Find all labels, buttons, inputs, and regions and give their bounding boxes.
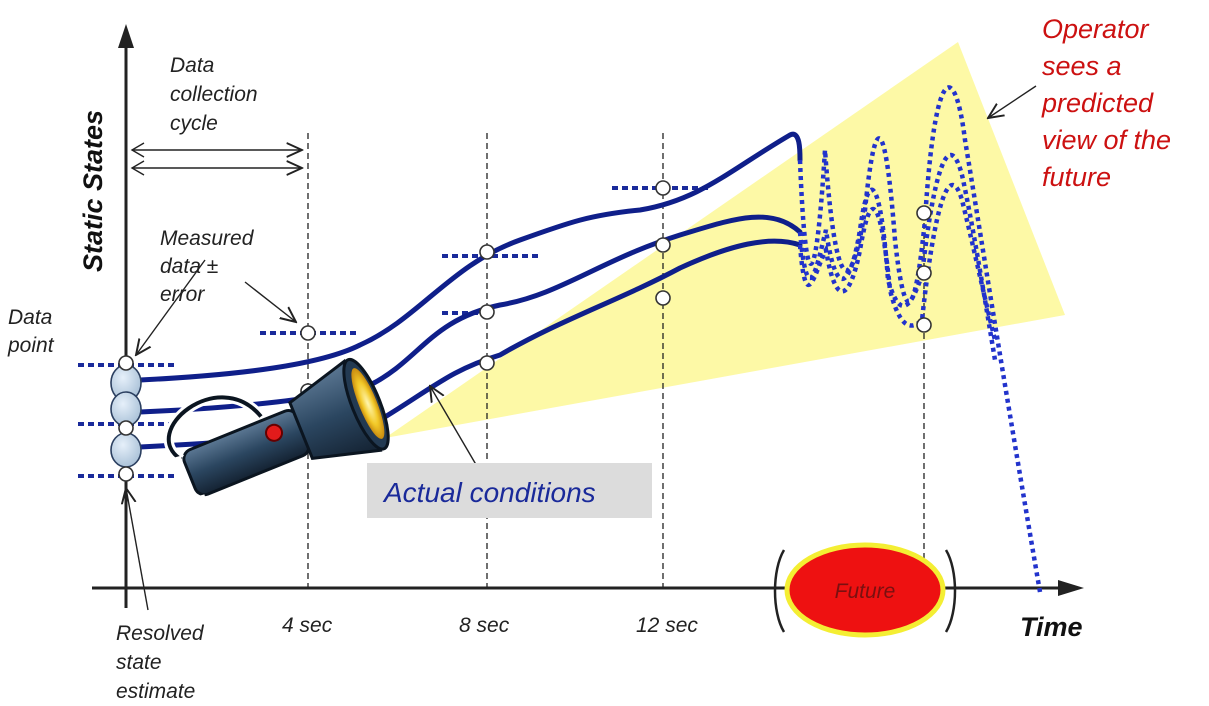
forecast-lower (797, 182, 998, 341)
measured-arrow (244, 281, 296, 322)
tick-label-8sec: 8 sec (459, 614, 510, 637)
flashlight-icon (163, 357, 390, 506)
cycle-arrows (130, 143, 302, 175)
data-point (916, 205, 932, 221)
future-bracket-right (944, 549, 957, 633)
data-point (655, 180, 671, 196)
data-point (916, 265, 932, 281)
y-axis-title: Static States (78, 110, 108, 272)
future-ellipse (784, 542, 946, 638)
resolved-arrow (126, 488, 149, 611)
data-point (118, 466, 134, 482)
pointer-arrows (126, 85, 1037, 611)
data-point (118, 355, 134, 371)
light-beam (385, 42, 1065, 438)
tick-label-12sec: 12 sec (636, 614, 698, 637)
data-point-arrow (136, 259, 206, 355)
curve-upper (137, 131, 803, 383)
x-axis-arrow (1058, 580, 1084, 596)
tick-label-4sec: 4 sec (282, 614, 333, 637)
data-point (300, 325, 316, 341)
data-point (655, 237, 671, 253)
data-point (916, 317, 932, 333)
error-bars (78, 186, 710, 478)
future-label: Future (835, 580, 896, 603)
forecast-upper (797, 85, 1043, 593)
future-marker: Future (773, 542, 957, 638)
resolved-label: Resolved state estimate (116, 622, 209, 703)
cycle-label: Data collection cycle (170, 54, 263, 135)
data-point (479, 355, 495, 371)
data-point (479, 244, 495, 260)
x-axis-title: Time (1020, 612, 1083, 642)
future-bracket-left (773, 549, 786, 633)
data-point-label: Data point (7, 306, 58, 357)
actual-label-box (367, 463, 652, 518)
y-axis-arrow (118, 24, 134, 48)
actual-label: Actual conditions (382, 477, 596, 508)
resolved-state-blobs (110, 364, 142, 468)
actual-arrow (430, 386, 479, 469)
forecast-curves (797, 85, 1043, 593)
data-point (118, 420, 134, 436)
data-point (655, 290, 671, 306)
operator-note: Operator sees a predicted view of the fu… (1041, 14, 1179, 192)
operator-arrow (988, 85, 1037, 118)
measured-label: Measured data ± error (160, 227, 259, 306)
data-point (479, 304, 495, 320)
